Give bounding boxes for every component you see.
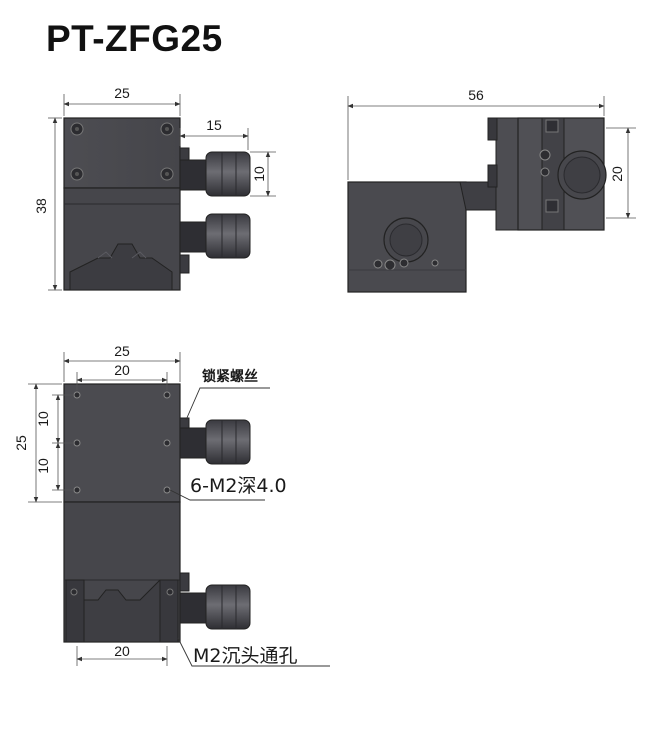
lock-screw-note: 锁紧螺丝: [202, 368, 258, 385]
bottom-view-lower-knob: [179, 584, 251, 630]
bottom-view-upper-plate: [63, 383, 181, 503]
bottom-view: 25 20 25 10 10 20 锁紧螺丝 6-M2深4.0 M2沉头通孔: [13, 343, 330, 667]
top-view-width-label: 25: [114, 85, 130, 101]
bottom-view-hole-pitch-2-label: 10: [35, 458, 51, 474]
bottom-view-height-label: 25: [13, 435, 29, 451]
top-view-knob-span-label: 10: [251, 166, 267, 182]
top-view-height-label: 38: [33, 198, 49, 214]
bottom-view-threaded-holes: [73, 391, 171, 494]
top-view: 25 38 15 10: [33, 85, 276, 291]
bottom-view-hole-pitch-1-label: 10: [35, 411, 51, 427]
bottom-view-base-width-label: 20: [114, 643, 130, 659]
side-view-width-label: 56: [468, 87, 484, 103]
side-view-column: [495, 117, 519, 231]
bottom-view-upper-knob: [179, 419, 251, 465]
through-hole-note: M2沉头通孔: [193, 645, 297, 667]
thread-note: 6-M2深4.0: [190, 475, 287, 497]
top-view-knob-offset-label: 15: [206, 117, 222, 133]
top-view-lower-knob: [179, 213, 251, 259]
product-title: PT-ZFG25: [46, 18, 223, 59]
side-view: 56 20: [347, 87, 636, 293]
bottom-view-inner-width-label: 20: [114, 362, 130, 378]
top-view-upper-knob: [179, 151, 251, 197]
bottom-view-outer-width-label: 25: [114, 343, 130, 359]
top-view-dovetail: [69, 243, 173, 291]
side-view-height-label: 20: [609, 166, 625, 182]
